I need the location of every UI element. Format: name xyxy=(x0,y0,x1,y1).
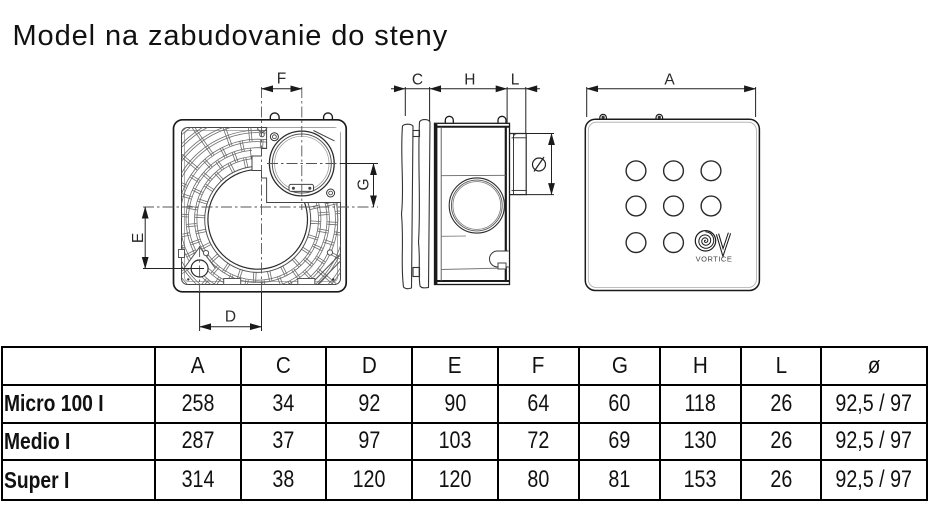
svg-text:VORTICE: VORTICE xyxy=(696,255,733,264)
svg-text:H: H xyxy=(464,72,475,89)
svg-text:L: L xyxy=(511,72,520,89)
svg-text:C: C xyxy=(412,72,423,89)
svg-text:D: D xyxy=(225,309,236,326)
svg-text:F: F xyxy=(277,71,286,88)
svg-text:E: E xyxy=(130,233,147,243)
svg-text:G: G xyxy=(355,178,372,190)
svg-text:A: A xyxy=(664,72,675,89)
